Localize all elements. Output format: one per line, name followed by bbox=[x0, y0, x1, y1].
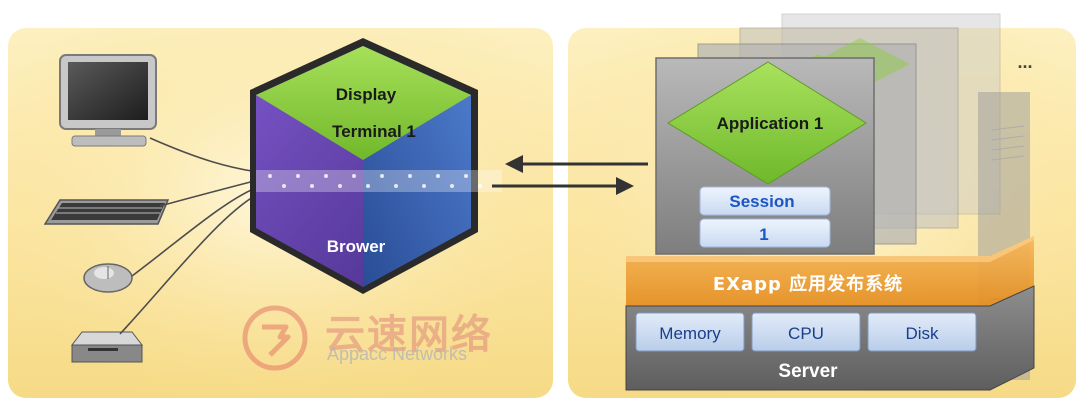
application-card: Application 1 Session 1 bbox=[655, 57, 875, 255]
server-box: Memory CPU Disk Server bbox=[625, 285, 1035, 391]
disk-box bbox=[867, 312, 977, 352]
session-number-box bbox=[699, 218, 831, 248]
browser-label: Brower bbox=[327, 237, 386, 256]
more-ellipsis: ... bbox=[1017, 52, 1032, 72]
memory-label: Memory bbox=[659, 324, 721, 343]
monitor-icon bbox=[59, 54, 157, 147]
server-title: Server bbox=[778, 361, 838, 382]
mouse-icon bbox=[83, 263, 133, 293]
session-number: 1 bbox=[759, 225, 768, 244]
display-terminal-hexagon: Display Terminal 1 Brower bbox=[250, 38, 502, 294]
card-reader-icon bbox=[70, 331, 144, 363]
keyboard-icon bbox=[43, 199, 170, 225]
exapp-bar: EXapp 应用发布系统 bbox=[626, 236, 1034, 306]
session-box bbox=[699, 186, 831, 216]
watermark-logo-icon bbox=[242, 305, 308, 371]
cpu-box bbox=[751, 312, 861, 352]
watermark-english: Appacc Networks bbox=[327, 344, 468, 364]
memory-box bbox=[635, 312, 745, 352]
display-label: Display bbox=[336, 85, 397, 104]
connection-arrows bbox=[492, 155, 648, 195]
cpu-label: CPU bbox=[788, 324, 824, 343]
disk-label: Disk bbox=[905, 324, 939, 343]
application-title: Application 1 bbox=[717, 114, 824, 133]
watermark-chinese: 云速网络 bbox=[325, 312, 493, 358]
terminal-label: Terminal 1 bbox=[332, 122, 416, 141]
exapp-title: EXapp 应用发布系统 bbox=[713, 273, 903, 295]
session-label: Session bbox=[729, 192, 794, 211]
